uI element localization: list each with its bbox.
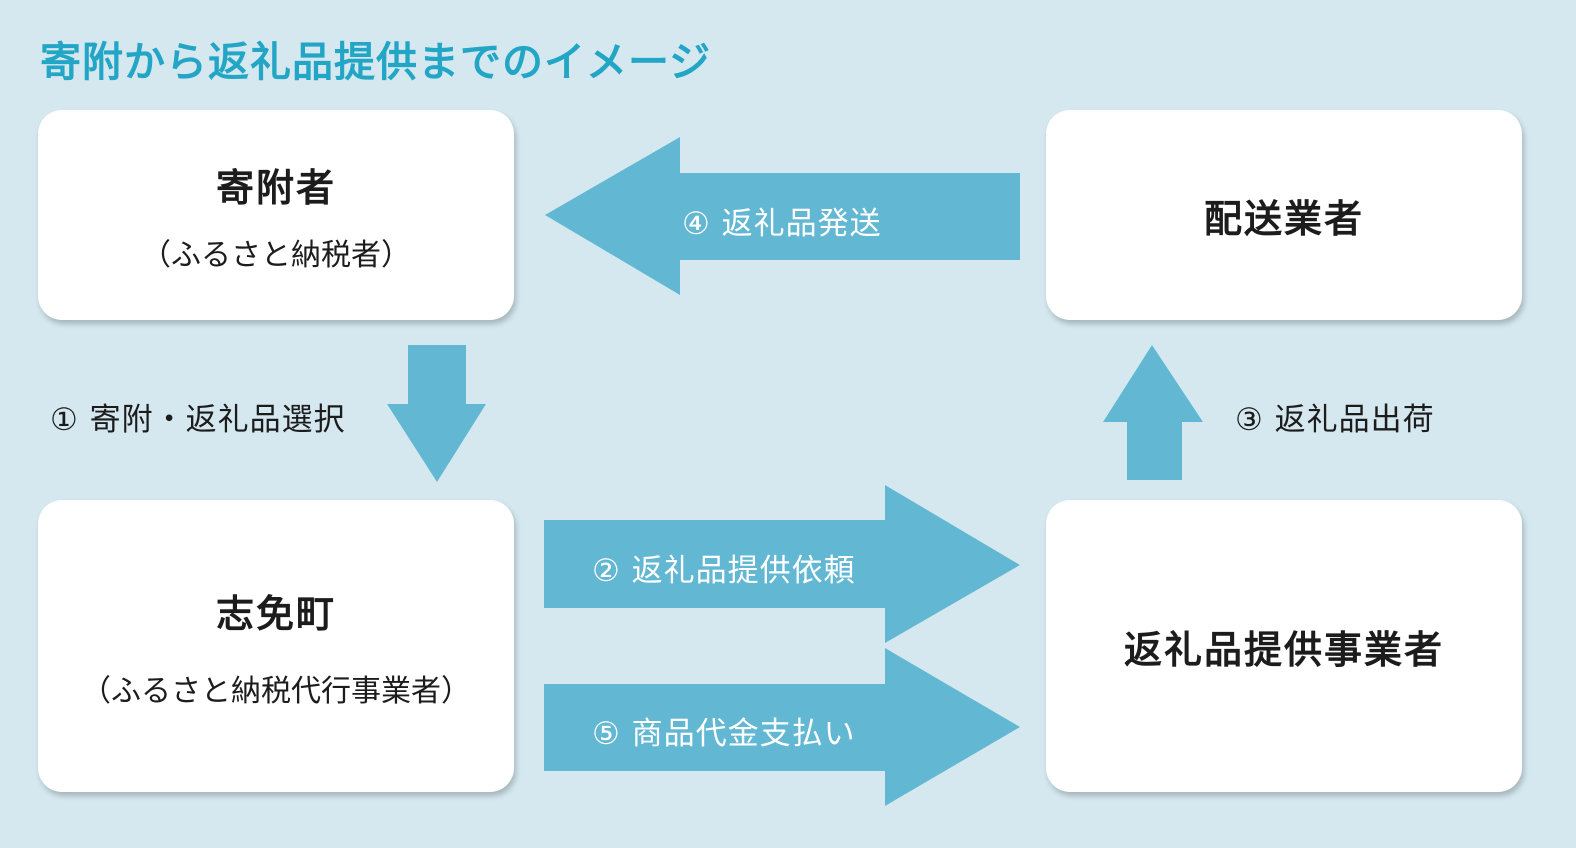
arrow-step5 <box>544 648 1020 806</box>
diagram-title: 寄附から返礼品提供までのイメージ <box>40 38 712 86</box>
arrow-step1 <box>387 345 486 482</box>
donor-name: 寄附者 <box>215 165 336 210</box>
donor-box: 寄附者 （ふるさと納税者） <box>38 110 514 320</box>
step2-label: ② 返礼品提供依頼 <box>592 553 856 589</box>
arrow-step2 <box>544 485 1020 643</box>
step4-label: ④ 返礼品発送 <box>682 206 882 242</box>
step1-label: ① 寄附・返礼品選択 <box>50 402 346 438</box>
step5-label: ⑤ 商品代金支払い <box>592 716 856 752</box>
town-sub: （ふるさと納税代行事業者） <box>81 673 471 709</box>
step3-label: ③ 返礼品出荷 <box>1235 402 1435 438</box>
arrow-step4 <box>545 137 1020 295</box>
supplier-box: 返礼品提供事業者 <box>1046 500 1522 792</box>
donor-sub: （ふるさと納税者） <box>141 237 411 273</box>
arrow-step3 <box>1103 345 1203 480</box>
supplier-name: 返礼品提供事業者 <box>1123 627 1444 672</box>
town-box: 志免町 （ふるさと納税代行事業者） <box>38 500 514 792</box>
shipper-box: 配送業者 <box>1046 110 1522 320</box>
town-name: 志免町 <box>215 591 336 636</box>
shipper-name: 配送業者 <box>1203 196 1364 241</box>
